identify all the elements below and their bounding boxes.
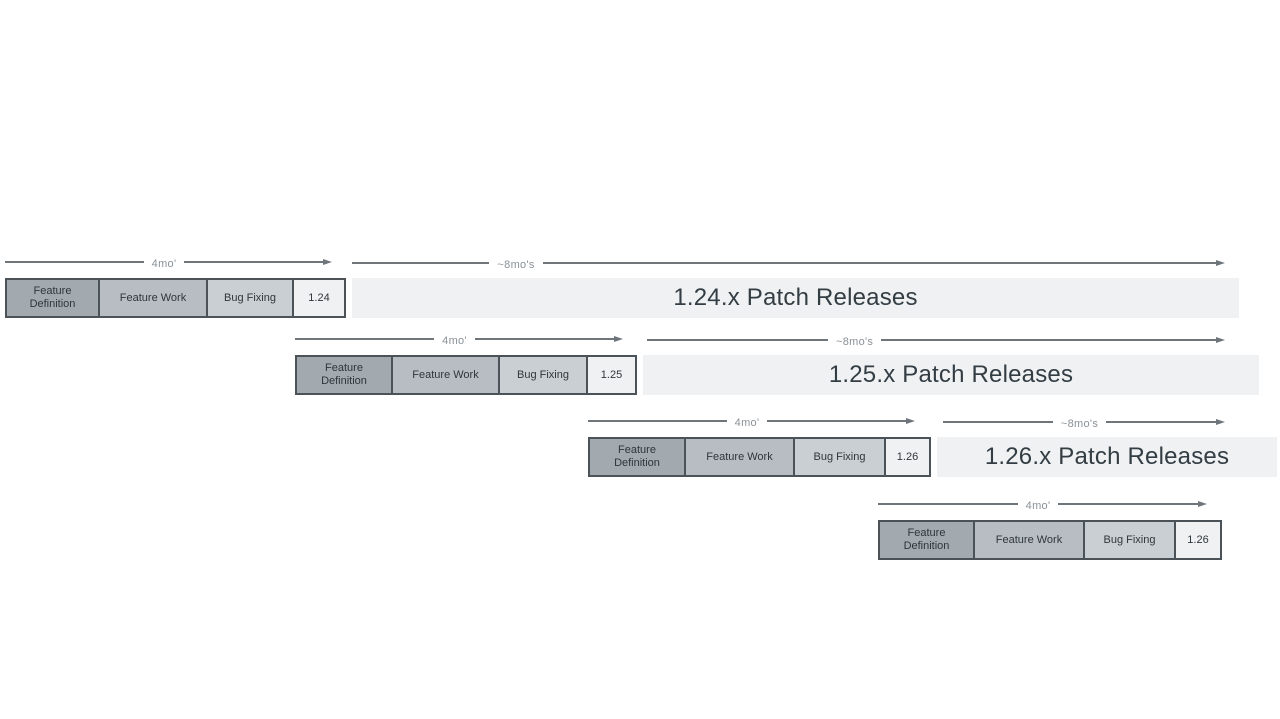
phase-box-feature-work: Feature Work bbox=[684, 437, 795, 477]
cycle-row-2-phases: Feature Definition Feature Work Bug Fixi… bbox=[295, 355, 637, 395]
version-box: 1.25 bbox=[586, 355, 637, 395]
patch-releases-band-3: 1.26.x Patch Releases bbox=[937, 437, 1277, 477]
phase-box-feature-definition: Feature Definition bbox=[295, 355, 393, 395]
phase-box-feature-work: Feature Work bbox=[391, 355, 500, 395]
phase-box-bug-fixing: Bug Fixing bbox=[1083, 520, 1176, 560]
arrow-label-4mo: 4mo' bbox=[734, 416, 760, 429]
phase-box-feature-definition: Feature Definition bbox=[588, 437, 686, 477]
arrowhead-icon bbox=[906, 418, 916, 424]
arrow-label-4mo: 4mo' bbox=[442, 334, 467, 347]
cycle-row-3-phases: Feature Definition Feature Work Bug Fixi… bbox=[588, 437, 931, 477]
phase-box-feature-definition: Feature Definition bbox=[878, 520, 975, 560]
arrowhead-icon bbox=[1216, 337, 1225, 343]
cycle-row-4-phases: Feature Definition Feature Work Bug Fixi… bbox=[878, 520, 1222, 560]
arrow-line bbox=[5, 261, 144, 263]
arrow-line bbox=[295, 338, 435, 340]
arrowhead-icon bbox=[1216, 260, 1225, 266]
phase-box-feature-work: Feature Work bbox=[973, 520, 1085, 560]
patch-releases-band-2: 1.25.x Patch Releases bbox=[643, 355, 1259, 395]
arrow-line bbox=[943, 421, 1053, 423]
arrow-line bbox=[352, 262, 490, 264]
arrow-label-8mo: ~8mo's bbox=[1060, 417, 1099, 430]
version-box: 1.26 bbox=[884, 437, 931, 477]
arrow-label-4mo: 4mo' bbox=[151, 257, 177, 270]
arrow-label-8mo: ~8mo's bbox=[497, 258, 535, 271]
version-box: 1.24 bbox=[292, 278, 346, 318]
duration-arrow-4mo-cycle4: 4mo' bbox=[878, 496, 1208, 512]
duration-arrow-4mo-cycle1: 4mo' bbox=[5, 254, 333, 270]
arrowhead-icon bbox=[614, 336, 624, 342]
duration-arrow-4mo-cycle3: 4mo' bbox=[588, 413, 916, 429]
arrow-line bbox=[878, 503, 1018, 505]
arrow-line bbox=[474, 338, 615, 340]
patch-releases-band-1: 1.24.x Patch Releases bbox=[352, 278, 1239, 318]
phase-box-feature-definition: Feature Definition bbox=[5, 278, 100, 318]
duration-arrow-8mo-cycle2: ~8mo's bbox=[647, 332, 1225, 348]
arrow-label-4mo: 4mo' bbox=[1025, 499, 1051, 512]
version-box: 1.26 bbox=[1174, 520, 1222, 560]
arrowhead-icon bbox=[1198, 501, 1208, 507]
duration-arrow-8mo-cycle3: ~8mo's bbox=[943, 414, 1226, 430]
arrow-label-8mo: ~8mo's bbox=[835, 335, 874, 348]
arrow-line bbox=[1106, 421, 1217, 423]
duration-arrow-4mo-cycle2: 4mo' bbox=[295, 331, 624, 347]
cycle-row-1-phases: Feature Definition Feature Work Bug Fixi… bbox=[5, 278, 346, 318]
phase-box-bug-fixing: Bug Fixing bbox=[206, 278, 294, 318]
arrow-line bbox=[767, 420, 907, 422]
duration-arrow-8mo-cycle1: ~8mo's bbox=[352, 255, 1225, 271]
phase-box-bug-fixing: Bug Fixing bbox=[498, 355, 588, 395]
arrow-line bbox=[184, 261, 324, 263]
phase-box-bug-fixing: Bug Fixing bbox=[793, 437, 886, 477]
arrowhead-icon bbox=[323, 259, 333, 265]
phase-box-feature-work: Feature Work bbox=[98, 278, 208, 318]
arrow-line bbox=[881, 339, 1216, 341]
arrowhead-icon bbox=[1216, 419, 1226, 425]
arrow-line bbox=[647, 339, 828, 341]
arrow-line bbox=[1058, 503, 1199, 505]
arrow-line bbox=[542, 262, 1216, 264]
arrow-line bbox=[588, 420, 727, 422]
